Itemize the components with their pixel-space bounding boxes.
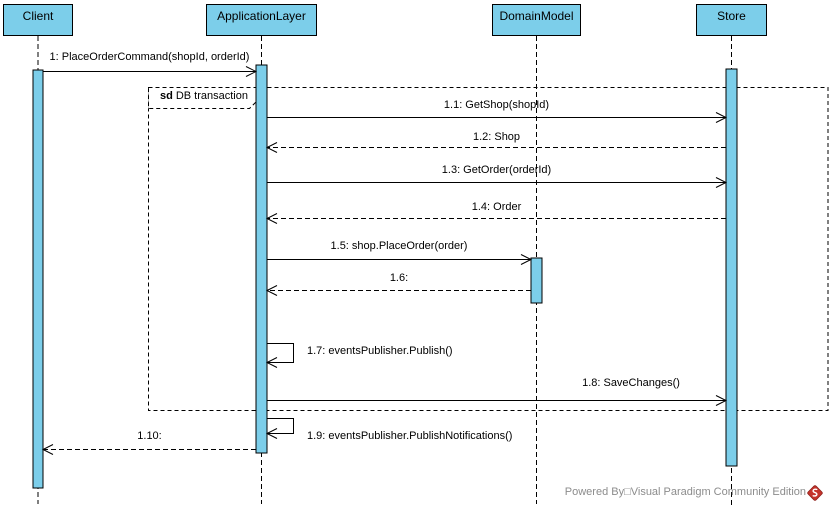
arrowhead-icon xyxy=(715,177,728,188)
watermark-text: Powered By□Visual Paradigm Community Edi… xyxy=(564,486,806,498)
arrowhead-icon xyxy=(265,357,278,368)
message-1.1-getshop xyxy=(267,112,728,123)
visual-paradigm-logo-icon xyxy=(807,485,823,501)
message-label-1: 1: PlaceOrderCommand(shopId, orderId) xyxy=(49,51,250,63)
arrowhead-icon xyxy=(715,112,728,123)
arrowhead-icon xyxy=(265,142,278,153)
arrowhead-icon xyxy=(265,428,278,439)
message-1.2-shop-return xyxy=(265,142,726,153)
message-1.6-return xyxy=(265,285,531,296)
message-label-1.9: 1.9: eventsPublisher.PublishNotification… xyxy=(307,430,513,442)
message-1-placeordercommand xyxy=(43,66,258,77)
arrowhead-icon xyxy=(265,213,278,224)
message-1.4-order-return xyxy=(265,213,726,224)
lifeline-head-store: Store xyxy=(696,4,767,36)
message-1.8-savechanges xyxy=(267,395,728,406)
activation-applicationlayer xyxy=(255,64,268,454)
message-1.9-self-publishnotifications xyxy=(265,418,294,439)
activation-client xyxy=(32,69,44,489)
message-label-1.4: 1.4: Order xyxy=(471,201,522,213)
message-label-1.1: 1.1: GetShop(shopId) xyxy=(443,99,550,111)
message-label-1.8: 1.8: SaveChanges() xyxy=(582,377,680,389)
message-label-1.6: 1.6: xyxy=(389,272,409,284)
activation-store xyxy=(725,68,738,467)
fragment-border xyxy=(148,87,829,411)
message-1.5-placeorder xyxy=(267,254,533,265)
message-1.10-return xyxy=(41,444,256,455)
arrowhead-icon xyxy=(265,285,278,296)
message-label-1.5: 1.5: shop.PlaceOrder(order) xyxy=(330,240,468,252)
arrowhead-icon xyxy=(41,444,54,455)
arrowhead-icon xyxy=(715,395,728,406)
message-1.7-self-publish xyxy=(265,343,294,368)
message-label-1.7: 1.7: eventsPublisher.Publish() xyxy=(307,345,453,357)
fragment-operator: sd xyxy=(160,90,173,102)
message-label-1.3: 1.3: GetOrder(orderId) xyxy=(441,164,552,176)
arrowhead-icon xyxy=(520,254,533,265)
message-label-1.10: 1.10: xyxy=(137,430,162,442)
fragment-name: DB transaction xyxy=(175,90,248,102)
lifeline-head-client: Client xyxy=(3,4,73,36)
lifeline-head-domainmodel: DomainModel xyxy=(492,4,581,36)
message-label-1.2: 1.2: Shop xyxy=(472,131,521,143)
fragment-operator-pentagon xyxy=(148,87,259,109)
arrowhead-icon xyxy=(245,66,258,77)
activation-domainmodel xyxy=(530,257,543,304)
message-1.3-getorder xyxy=(267,177,728,188)
fragment-frame-db-transaction xyxy=(148,87,829,411)
lifeline-head-applicationlayer: ApplicationLayer xyxy=(206,4,317,36)
